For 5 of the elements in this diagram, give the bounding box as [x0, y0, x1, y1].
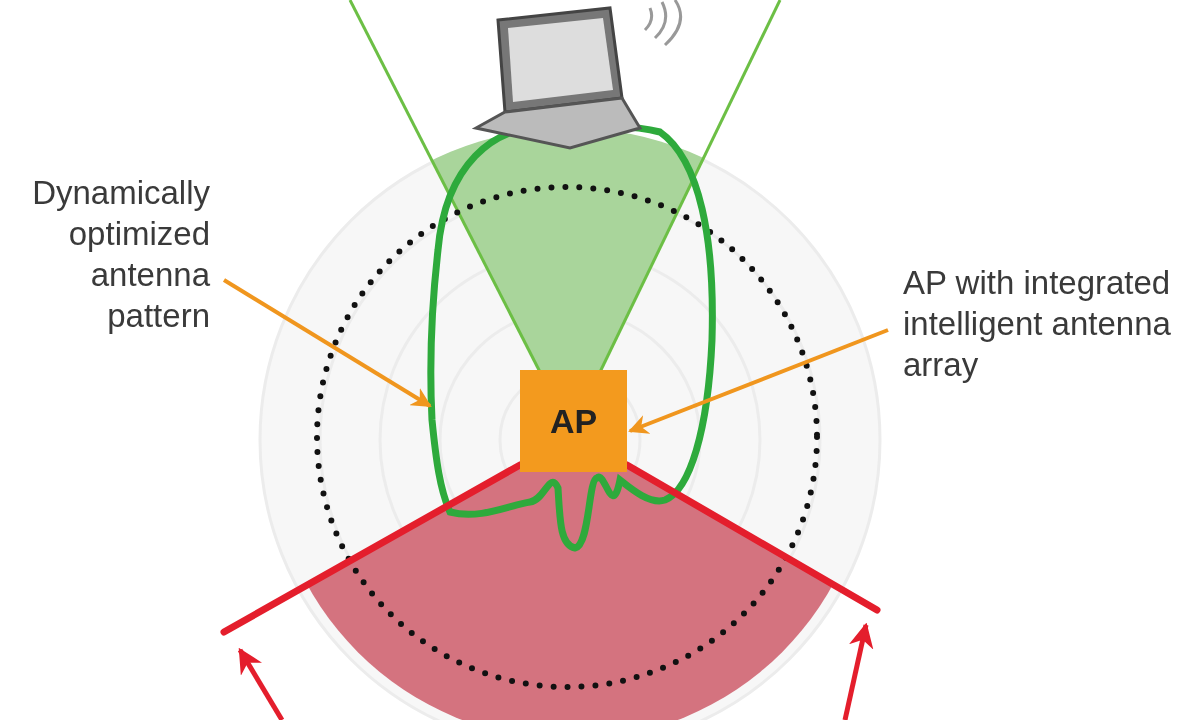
antenna-pattern-curve [427, 122, 716, 552]
callout-text: Dynamically optimized antenna pattern [10, 172, 210, 336]
leader-arrow [222, 278, 432, 408]
callout-text: AP with integrated intelligent antenna array [903, 262, 1198, 385]
leader-arrow [628, 328, 889, 434]
